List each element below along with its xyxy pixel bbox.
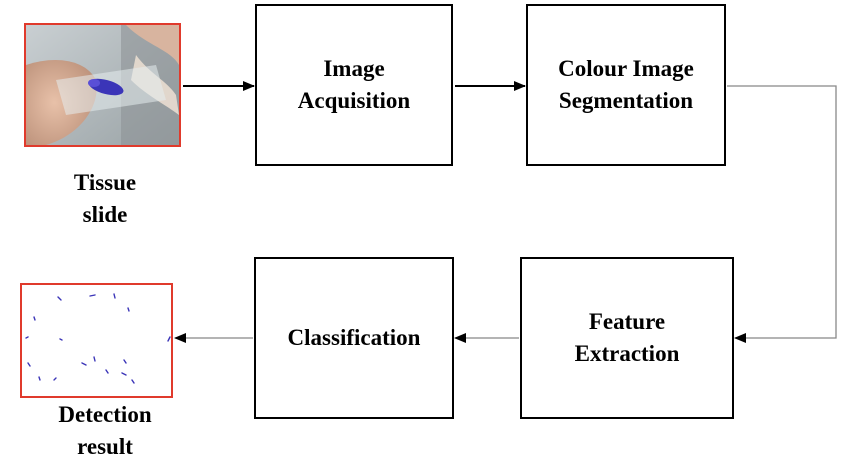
detection-result-plot: [22, 285, 171, 396]
colour-segmentation-label: Colour Image Segmentation: [558, 56, 694, 113]
classification-label: Classification: [287, 325, 421, 350]
tissue-slide-photo: [26, 25, 179, 145]
detection-result-caption: Detection result: [58, 402, 152, 459]
classification-box: Classification: [254, 257, 454, 419]
colour-segmentation-box: Colour Image Segmentation: [526, 4, 726, 166]
image-acquisition-box: Image Acquisition: [255, 4, 453, 166]
feature-extraction-box: Feature Extraction: [520, 257, 734, 419]
image-acquisition-label: Image Acquisition: [297, 56, 411, 113]
tissue-slide-image: [24, 23, 181, 147]
tissue-slide-caption: Tissue slide: [73, 170, 137, 227]
arrow-segmentation-to-feature: [727, 85, 837, 343]
detection-result-image: [20, 283, 173, 398]
feature-extraction-label: Feature Extraction: [574, 309, 680, 366]
